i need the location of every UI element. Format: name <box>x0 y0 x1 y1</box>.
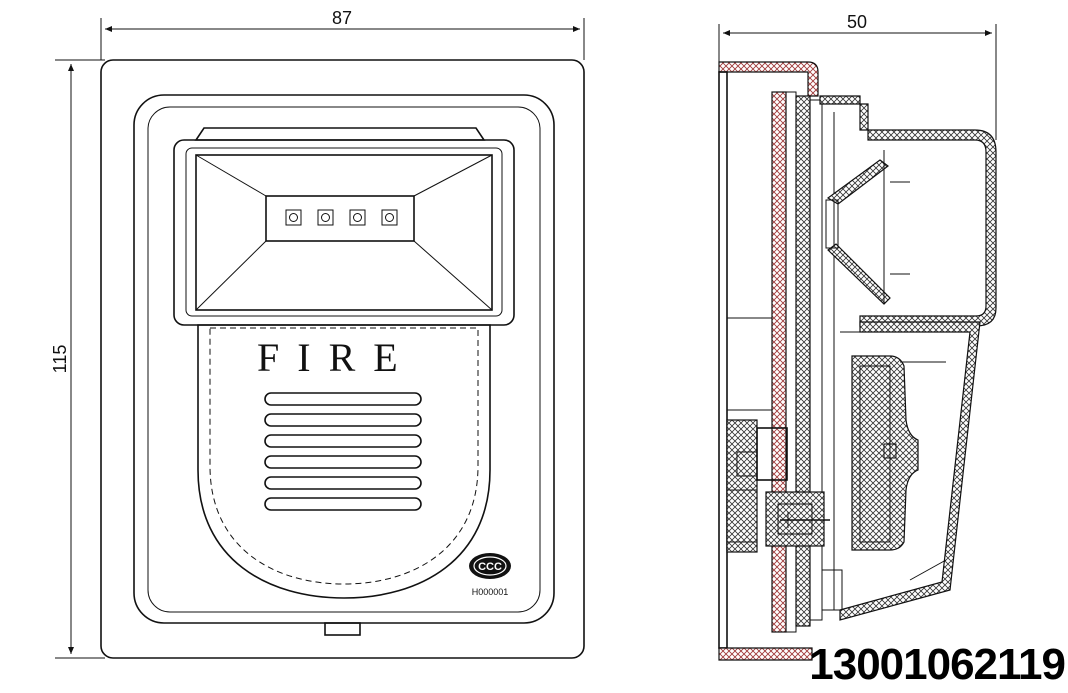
width-dimension: 87 <box>100 8 585 60</box>
height-dimension: 115 <box>50 59 105 659</box>
reflector-top <box>826 159 889 205</box>
front-view: 87 115 <box>50 8 585 659</box>
width-dimension-label: 87 <box>332 8 352 28</box>
depth-dimension-label: 50 <box>847 12 867 32</box>
strobe-shell <box>819 95 997 327</box>
bottom-clip <box>324 622 361 636</box>
speaker-driver <box>851 355 919 551</box>
speaker-grille <box>264 392 422 511</box>
side-view: 50 <box>718 12 997 661</box>
fire-label: FIRE <box>257 335 416 380</box>
back-plate-wall <box>771 91 787 633</box>
terminal-block <box>726 419 830 553</box>
indicator-leds <box>285 209 398 226</box>
speaker-face: FIRE <box>197 324 491 599</box>
ccc-mark: CCC H000001 <box>469 553 511 597</box>
phone-watermark: 13001062119 <box>809 640 1066 689</box>
strobe-housing <box>173 127 515 326</box>
reflector-bottom <box>827 243 891 305</box>
back-plate-bottom <box>718 647 813 661</box>
mounting-plate <box>100 59 585 659</box>
depth-dimension: 50 <box>718 12 997 140</box>
height-dimension-label: 115 <box>50 345 70 374</box>
serial-number: H000001 <box>472 587 509 597</box>
ccc-mark-label: CCC <box>478 561 502 573</box>
back-plate-top <box>718 61 819 97</box>
